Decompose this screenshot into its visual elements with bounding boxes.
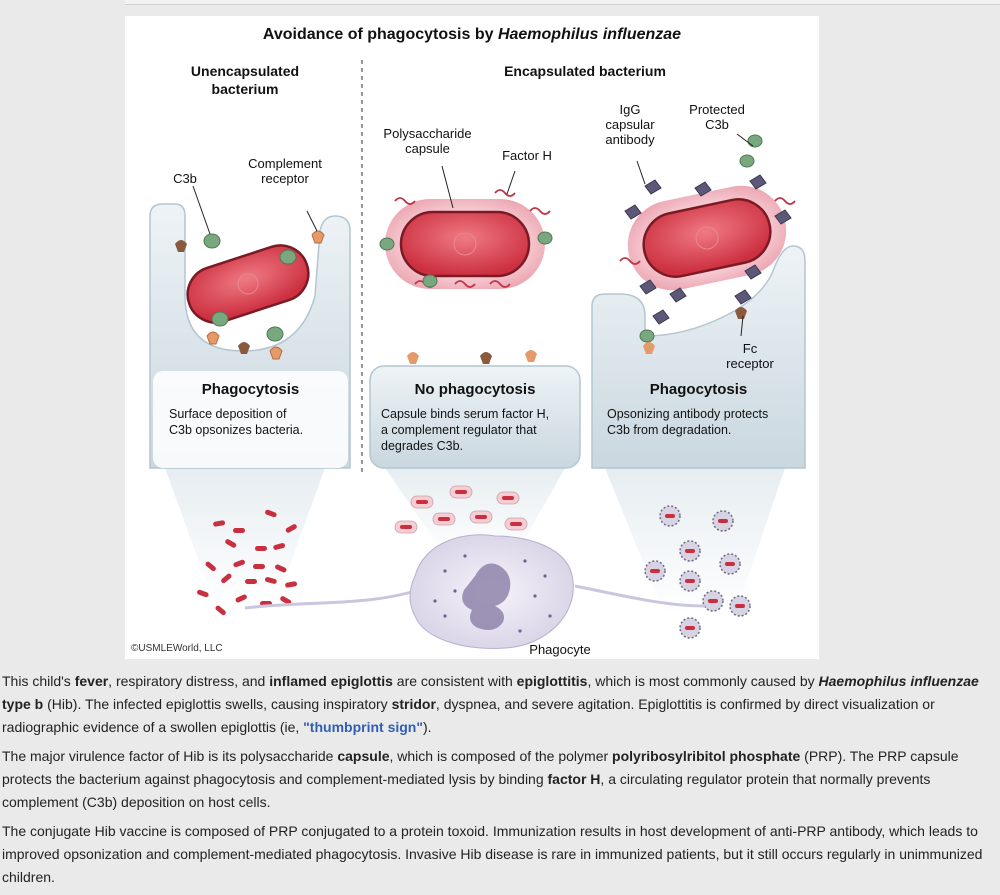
- p1-text-a: This child's: [2, 673, 75, 689]
- bacterium-capsule-right: [627, 185, 787, 291]
- panel-middle-title: No phagocytosis: [414, 381, 536, 398]
- copyright-notice: ©USMLEWorld, LLC: [131, 643, 223, 654]
- label-igg-antibody: IgG capsular antibody: [595, 102, 665, 147]
- p2-text-b: , which is composed of the polymer: [389, 748, 613, 764]
- label-fc-line1: Fc: [742, 341, 758, 356]
- p1-text-g: ).: [423, 719, 432, 735]
- label-complement-line1: Complement: [248, 156, 322, 171]
- p1-text-d: , which is most commonly caused by: [587, 673, 819, 689]
- figure-drawing: [149, 60, 806, 649]
- receptor-right: [643, 342, 655, 354]
- small-bacteria-left: [197, 509, 298, 616]
- label-fc-receptor: Fc receptor: [715, 341, 785, 371]
- label-polysaccharide-line1: Polysaccharide: [383, 126, 472, 141]
- p1-text-e: (Hib). The infected epiglottis swells, c…: [43, 696, 392, 712]
- top-divider: [125, 0, 1000, 5]
- panel-middle-cell: [369, 365, 581, 469]
- paragraph-2: The major virulence factor of Hib is its…: [2, 745, 996, 814]
- label-c3b: C3b: [173, 171, 197, 186]
- p1-text-f: , dyspnea, and severe agitation. Epiglot…: [2, 696, 935, 735]
- p2-factor-h: factor H: [547, 771, 601, 787]
- p2-capsule: capsule: [337, 748, 390, 764]
- panel-right-title: Phagocytosis: [649, 381, 748, 398]
- label-protected-line1: Protected: [689, 102, 745, 117]
- p1-stridor: stridor: [391, 696, 436, 712]
- label-protected-line2: C3b: [705, 117, 729, 132]
- panel-right-desc: Opsonizing antibody protects C3b from de…: [607, 406, 802, 438]
- factor-h-right: [619, 197, 796, 265]
- label-complement-receptor: Complement receptor: [230, 156, 340, 186]
- panel-middle-desc-line1: Capsule binds serum factor H,: [381, 407, 550, 421]
- label-protected-c3b: Protected C3b: [677, 102, 757, 132]
- panel-left-desc-line1: Surface deposition of: [169, 407, 287, 421]
- label-igg-line2: capsular: [605, 117, 655, 132]
- p1-inflamed: inflamed epiglottis: [269, 673, 393, 689]
- p2-text-c: (PRP). The PRP capsule protects the bact…: [2, 748, 959, 787]
- thumbprint-sign-link[interactable]: "thumbprint sign": [303, 719, 423, 735]
- label-complement-line2: receptor: [261, 171, 309, 186]
- label-factor-h: Factor H: [502, 148, 552, 163]
- figure-title-text: Avoidance of phagocytosis by: [262, 26, 498, 43]
- header-encapsulated: Encapsulated bacterium: [504, 63, 666, 79]
- capsule-bacteria-middle: [394, 485, 528, 534]
- header-unencapsulated-line1: Unencapsulated: [190, 63, 300, 79]
- p1-organism: Haemophilus influenzae: [818, 673, 979, 689]
- p2-text-a: The major virulence factor of Hib is its…: [2, 748, 338, 764]
- phagocyte-cell: [244, 534, 706, 649]
- bacterium-unencapsulated: [186, 244, 310, 324]
- explanation-text: This child's fever, respiratory distress…: [2, 670, 996, 895]
- paragraph-1: This child's fever, respiratory distress…: [2, 670, 996, 739]
- panel-left-desc-line2: C3b opsonizes bacteria.: [169, 423, 304, 437]
- label-polysaccharide-line2: capsule: [405, 141, 450, 156]
- p1-text-b: , respiratory distress, and: [108, 673, 270, 689]
- panel-left-title: Phagocytosis: [201, 381, 300, 398]
- p3-text-a: The conjugate Hib vaccine is composed of…: [2, 823, 983, 885]
- figure-title: Avoidance of phagocytosis by Haemophilus…: [125, 26, 819, 44]
- panel-right-desc-line2: C3b from degradation.: [607, 423, 732, 437]
- panel-middle-desc: Capsule binds serum factor H, a compleme…: [381, 406, 576, 454]
- figure-title-organism: Haemophilus influenzae: [497, 26, 682, 43]
- p1-epiglottitis: epiglottitis: [516, 673, 588, 689]
- free-receptors-middle: [407, 350, 537, 364]
- cone-left: [165, 468, 325, 606]
- c3b-markers-left: [203, 233, 297, 342]
- label-fc-line2: receptor: [726, 356, 774, 371]
- p1-type-b: type b: [2, 696, 44, 712]
- fc-receptors-right: [735, 307, 747, 319]
- p1-text-c: are consistent with: [392, 673, 517, 689]
- label-igg-line1: IgG: [619, 102, 641, 117]
- header-unencapsulated-line2: bacterium: [211, 81, 279, 97]
- cone-right: [605, 468, 785, 616]
- paragraph-3: The conjugate Hib vaccine is composed of…: [2, 820, 996, 889]
- panel-middle-desc-line2: a complement regulator that: [381, 423, 537, 437]
- pointer-lines: [192, 133, 754, 337]
- antibody-markers: [624, 174, 792, 325]
- p2-text-d: , a circulating regulator protein that n…: [2, 771, 931, 810]
- panel-middle-desc-line3: degrades C3b.: [381, 439, 464, 453]
- figure-illustration: Avoidance of phagocytosis by Haemophilus…: [125, 16, 819, 659]
- label-igg-line3: antibody: [605, 132, 655, 147]
- p1-fever: fever: [74, 673, 109, 689]
- c3b-markers-middle: [379, 231, 553, 288]
- factor-h-squiggles: [394, 189, 551, 288]
- p2-prp: polyribosylribitol phosphate: [612, 748, 801, 764]
- header-unencapsulated: Unencapsulated bacterium: [165, 62, 325, 98]
- label-polysaccharide-capsule: Polysaccharide capsule: [370, 126, 485, 156]
- protected-c3b-right: [639, 134, 763, 343]
- label-phagocyte: Phagocyte: [529, 642, 591, 657]
- bacterium-capsule-middle: [385, 199, 545, 289]
- panel-right-cell: [591, 245, 806, 469]
- free-c3b-left: [175, 240, 250, 354]
- panel-right-desc-line1: Opsonizing antibody protects: [607, 407, 769, 421]
- opsonized-bacteria-right: [644, 505, 751, 639]
- panel-left-desc: Surface deposition of C3b opsonizes bact…: [169, 406, 349, 438]
- receptor-markers-left: [206, 230, 325, 360]
